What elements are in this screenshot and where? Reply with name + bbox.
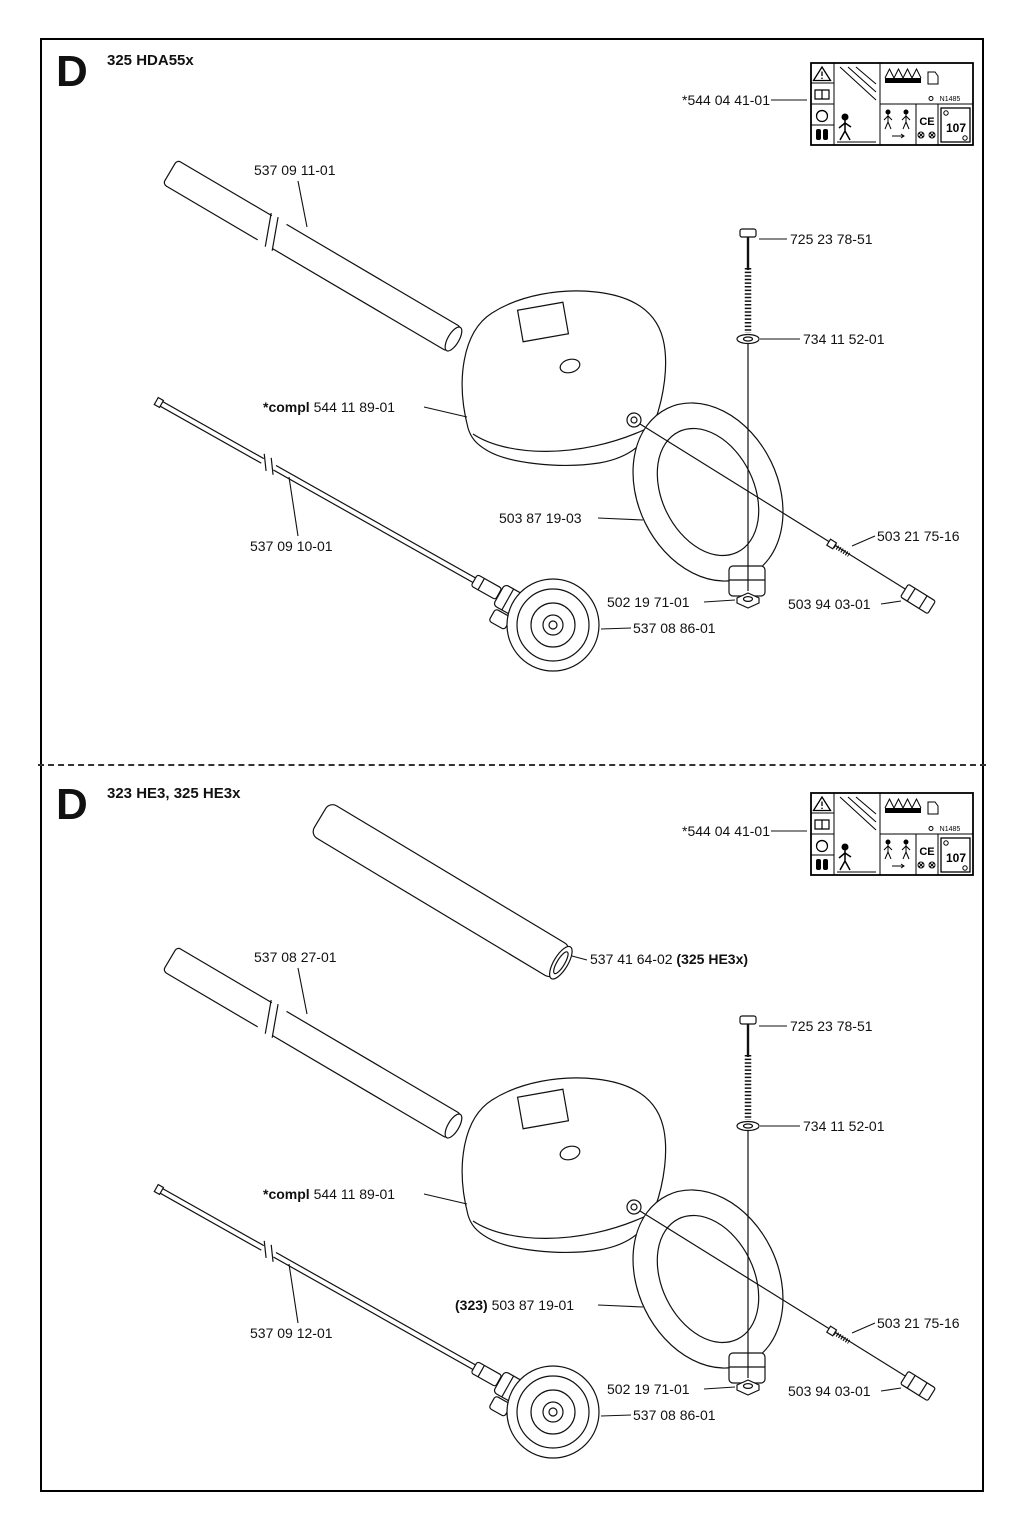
part-label-cover-tube: 537 41 64-02 (325 HE3x) bbox=[590, 951, 748, 967]
noise-level-box: 107 bbox=[940, 837, 971, 873]
part-label-bolt: 725 23 78-51 bbox=[790, 1018, 873, 1034]
standard-mark-icon bbox=[928, 96, 934, 101]
part-label-guard-number: 544 11 89-01 bbox=[313, 399, 396, 415]
manual-icon bbox=[814, 819, 830, 830]
decal-ce-text: CE bbox=[919, 846, 934, 858]
part-label-clip: 503 94 03-01 bbox=[788, 596, 871, 612]
extra-leader-lines bbox=[571, 99, 807, 961]
falling-object-pictogram-icon bbox=[837, 796, 877, 873]
section-letter: D bbox=[56, 780, 88, 829]
part-label-washer: 734 11 52-01 bbox=[803, 331, 885, 347]
decal-noise-text: 107 bbox=[946, 121, 966, 135]
ear-protection-icon bbox=[815, 839, 829, 853]
part-label-clip: 503 94 03-01 bbox=[788, 1383, 871, 1399]
part-label-decal: *544 04 41-01 bbox=[682, 92, 770, 108]
part-label-handle-model: (323) bbox=[455, 1297, 488, 1313]
blade-pictogram-icon bbox=[884, 67, 939, 85]
section-title: 325 HDA55x bbox=[107, 52, 194, 69]
falling-object-pictogram-icon bbox=[837, 66, 877, 143]
part-label-shaft-tube: 537 08 27-01 bbox=[254, 949, 337, 965]
cover-tube bbox=[312, 804, 573, 980]
decal-ce-text: CE bbox=[919, 116, 934, 128]
safety-decal: N1485 CE 107 bbox=[810, 792, 974, 876]
warning-triangle-icon bbox=[812, 65, 832, 82]
distance-figures-icon bbox=[883, 839, 911, 869]
part-label-washer: 734 11 52-01 bbox=[803, 1118, 885, 1134]
noise-level-box: 107 bbox=[940, 107, 971, 143]
ear-protection-icon bbox=[815, 109, 829, 123]
part-label-nut: 502 19 71-01 bbox=[607, 594, 690, 610]
section-divider-line bbox=[38, 764, 986, 766]
cross-circle-icons bbox=[917, 131, 936, 139]
manual-icon bbox=[814, 89, 830, 100]
part-label-bolt: 725 23 78-51 bbox=[790, 231, 873, 247]
part-label-handle: 503 87 19-03 bbox=[499, 510, 582, 526]
part-label-shaft-tube: 537 09 11-01 bbox=[254, 162, 336, 178]
part-label-coupler: 537 08 86-01 bbox=[633, 1407, 716, 1423]
part-label-screw: 503 21 75-16 bbox=[877, 1315, 960, 1331]
gloves-icon bbox=[816, 129, 828, 140]
part-label-screw: 503 21 75-16 bbox=[877, 528, 960, 544]
part-label-guard: *compl 544 11 89-01 bbox=[263, 399, 395, 415]
part-label-handle: (323) 503 87 19-01 bbox=[455, 1297, 574, 1313]
section-letter: D bbox=[56, 47, 88, 96]
part-label-guard-prefix: *compl bbox=[263, 1186, 310, 1202]
standard-mark-icon bbox=[928, 826, 934, 831]
part-label-drive-shaft: 537 09 12-01 bbox=[250, 1325, 333, 1341]
part-label-drive-shaft: 537 09 10-01 bbox=[250, 538, 333, 554]
part-label-guard: *compl 544 11 89-01 bbox=[263, 1186, 395, 1202]
blade-pictogram-icon bbox=[884, 797, 939, 815]
section-title: 323 HE3, 325 HE3x bbox=[107, 785, 241, 802]
part-label-nut: 502 19 71-01 bbox=[607, 1381, 690, 1397]
warning-triangle-icon bbox=[812, 795, 832, 812]
part-label-guard-prefix: *compl bbox=[263, 399, 310, 415]
gloves-icon bbox=[816, 859, 828, 870]
decal-standard-text: N1485 bbox=[940, 96, 961, 103]
decal-standard-text: N1485 bbox=[940, 826, 961, 833]
part-label-cover-tube-number: 537 41 64-02 bbox=[590, 951, 673, 967]
part-label-cover-tube-model: (325 HE3x) bbox=[676, 951, 749, 967]
decal-noise-text: 107 bbox=[946, 851, 966, 865]
part-label-handle-number: 503 87 19-01 bbox=[491, 1297, 575, 1313]
safety-decal: N1485 CE 107 bbox=[810, 62, 974, 146]
part-label-guard-number: 544 11 89-01 bbox=[313, 1186, 396, 1202]
distance-figures-icon bbox=[883, 109, 911, 139]
cross-circle-icons bbox=[917, 861, 936, 869]
part-label-decal: *544 04 41-01 bbox=[682, 823, 770, 839]
part-label-coupler: 537 08 86-01 bbox=[633, 620, 716, 636]
